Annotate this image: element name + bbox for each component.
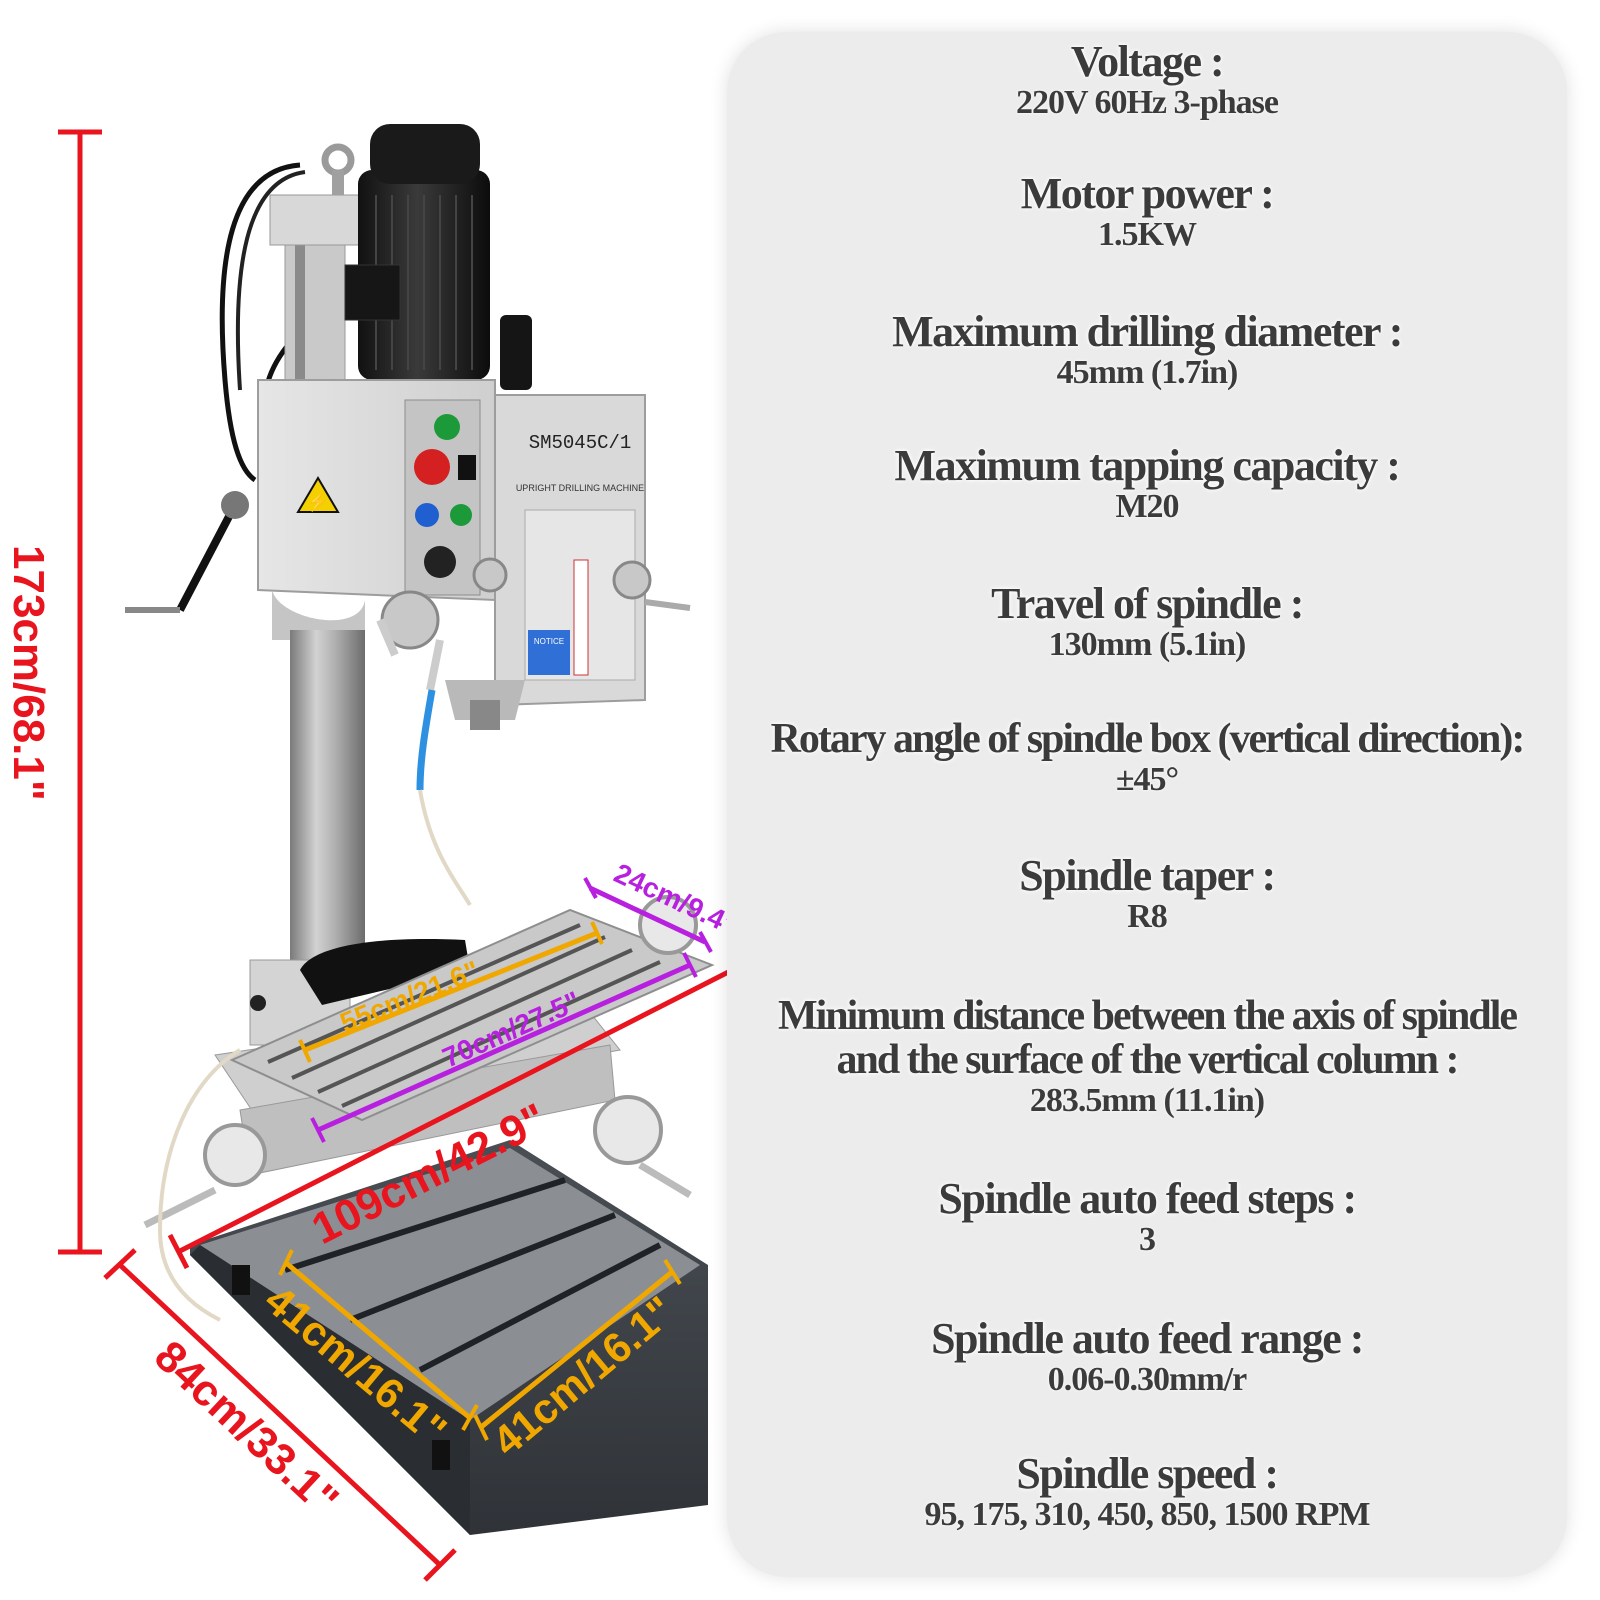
spec-voltage: Voltage : 220V 60Hz 3-phase xyxy=(727,40,1567,122)
spec-label: Voltage : xyxy=(1070,37,1225,86)
spec-value: 95, 175, 310, 450, 850, 1500 RPM xyxy=(924,1496,1371,1533)
spec-value: ±45° xyxy=(1115,761,1179,798)
spec-max-drilling-diameter: Maximum drilling diameter : 45mm (1.7in) xyxy=(727,310,1567,392)
spec-max-tapping-capacity: Maximum tapping capacity : M20 xyxy=(727,444,1567,526)
spec-value: 3 xyxy=(1139,1221,1156,1258)
spec-value: 130mm (5.1in) xyxy=(1048,626,1247,663)
spec-auto-feed-steps: Spindle auto feed steps : 3 xyxy=(727,1177,1567,1259)
spec-motor-power: Motor power : 1.5KW xyxy=(727,172,1567,254)
spec-spindle-taper: Spindle taper : R8 xyxy=(727,854,1567,936)
spec-value: R8 xyxy=(1127,898,1168,935)
spec-value: 45mm (1.7in) xyxy=(1056,354,1239,391)
spec-rotary-angle: Rotary angle of spindle box (vertical di… xyxy=(727,717,1567,799)
notice-label: NOTICE xyxy=(534,637,564,646)
model-label: SM5045C/1 xyxy=(529,432,632,454)
spec-panel: Voltage : 220V 60Hz 3-phase Motor power … xyxy=(727,32,1567,1577)
drilling-machine: ⚡ SM5045C/1 UPRIGHT DRILLING MACHINE NOT… xyxy=(125,124,715,1535)
spec-label: Maximum drilling diameter : xyxy=(892,307,1403,356)
model-subtitle: UPRIGHT DRILLING MACHINE xyxy=(516,483,644,493)
spec-label: Maximum tapping capacity : xyxy=(894,441,1401,490)
spec-value: 0.06-0.30mm/r xyxy=(1047,1361,1248,1398)
spec-label: Spindle auto feed steps : xyxy=(938,1174,1357,1223)
svg-text:⚡: ⚡ xyxy=(307,491,329,513)
height-dimension-label: 173cm/68.1" xyxy=(4,545,53,801)
spec-label: Travel of spindle : xyxy=(991,579,1304,628)
spec-spindle-speed: Spindle speed : 95, 175, 310, 450, 850, … xyxy=(727,1452,1567,1534)
spec-value: 220V 60Hz 3-phase xyxy=(1016,84,1279,121)
spec-value: 283.5mm (11.1in) xyxy=(1029,1082,1265,1119)
spec-label: Spindle taper : xyxy=(1019,851,1276,900)
spec-label: Motor power : xyxy=(1020,169,1275,218)
spec-label-line1: Minimum distance between the axis of spi… xyxy=(777,993,1518,1039)
spec-min-distance: Minimum distance between the axis of spi… xyxy=(727,994,1567,1120)
spec-value: 1.5KW xyxy=(1098,216,1197,253)
spec-value: M20 xyxy=(1115,488,1179,525)
spec-travel-of-spindle: Travel of spindle : 130mm (5.1in) xyxy=(727,582,1567,664)
spec-label: Spindle speed : xyxy=(1016,1449,1279,1498)
spec-auto-feed-range: Spindle auto feed range : 0.06-0.30mm/r xyxy=(727,1317,1567,1399)
spec-label-line2: and the surface of the vertical column : xyxy=(836,1037,1459,1083)
spec-label: Rotary angle of spindle box (vertical di… xyxy=(770,716,1526,762)
spec-label: Spindle auto feed range : xyxy=(931,1314,1364,1363)
